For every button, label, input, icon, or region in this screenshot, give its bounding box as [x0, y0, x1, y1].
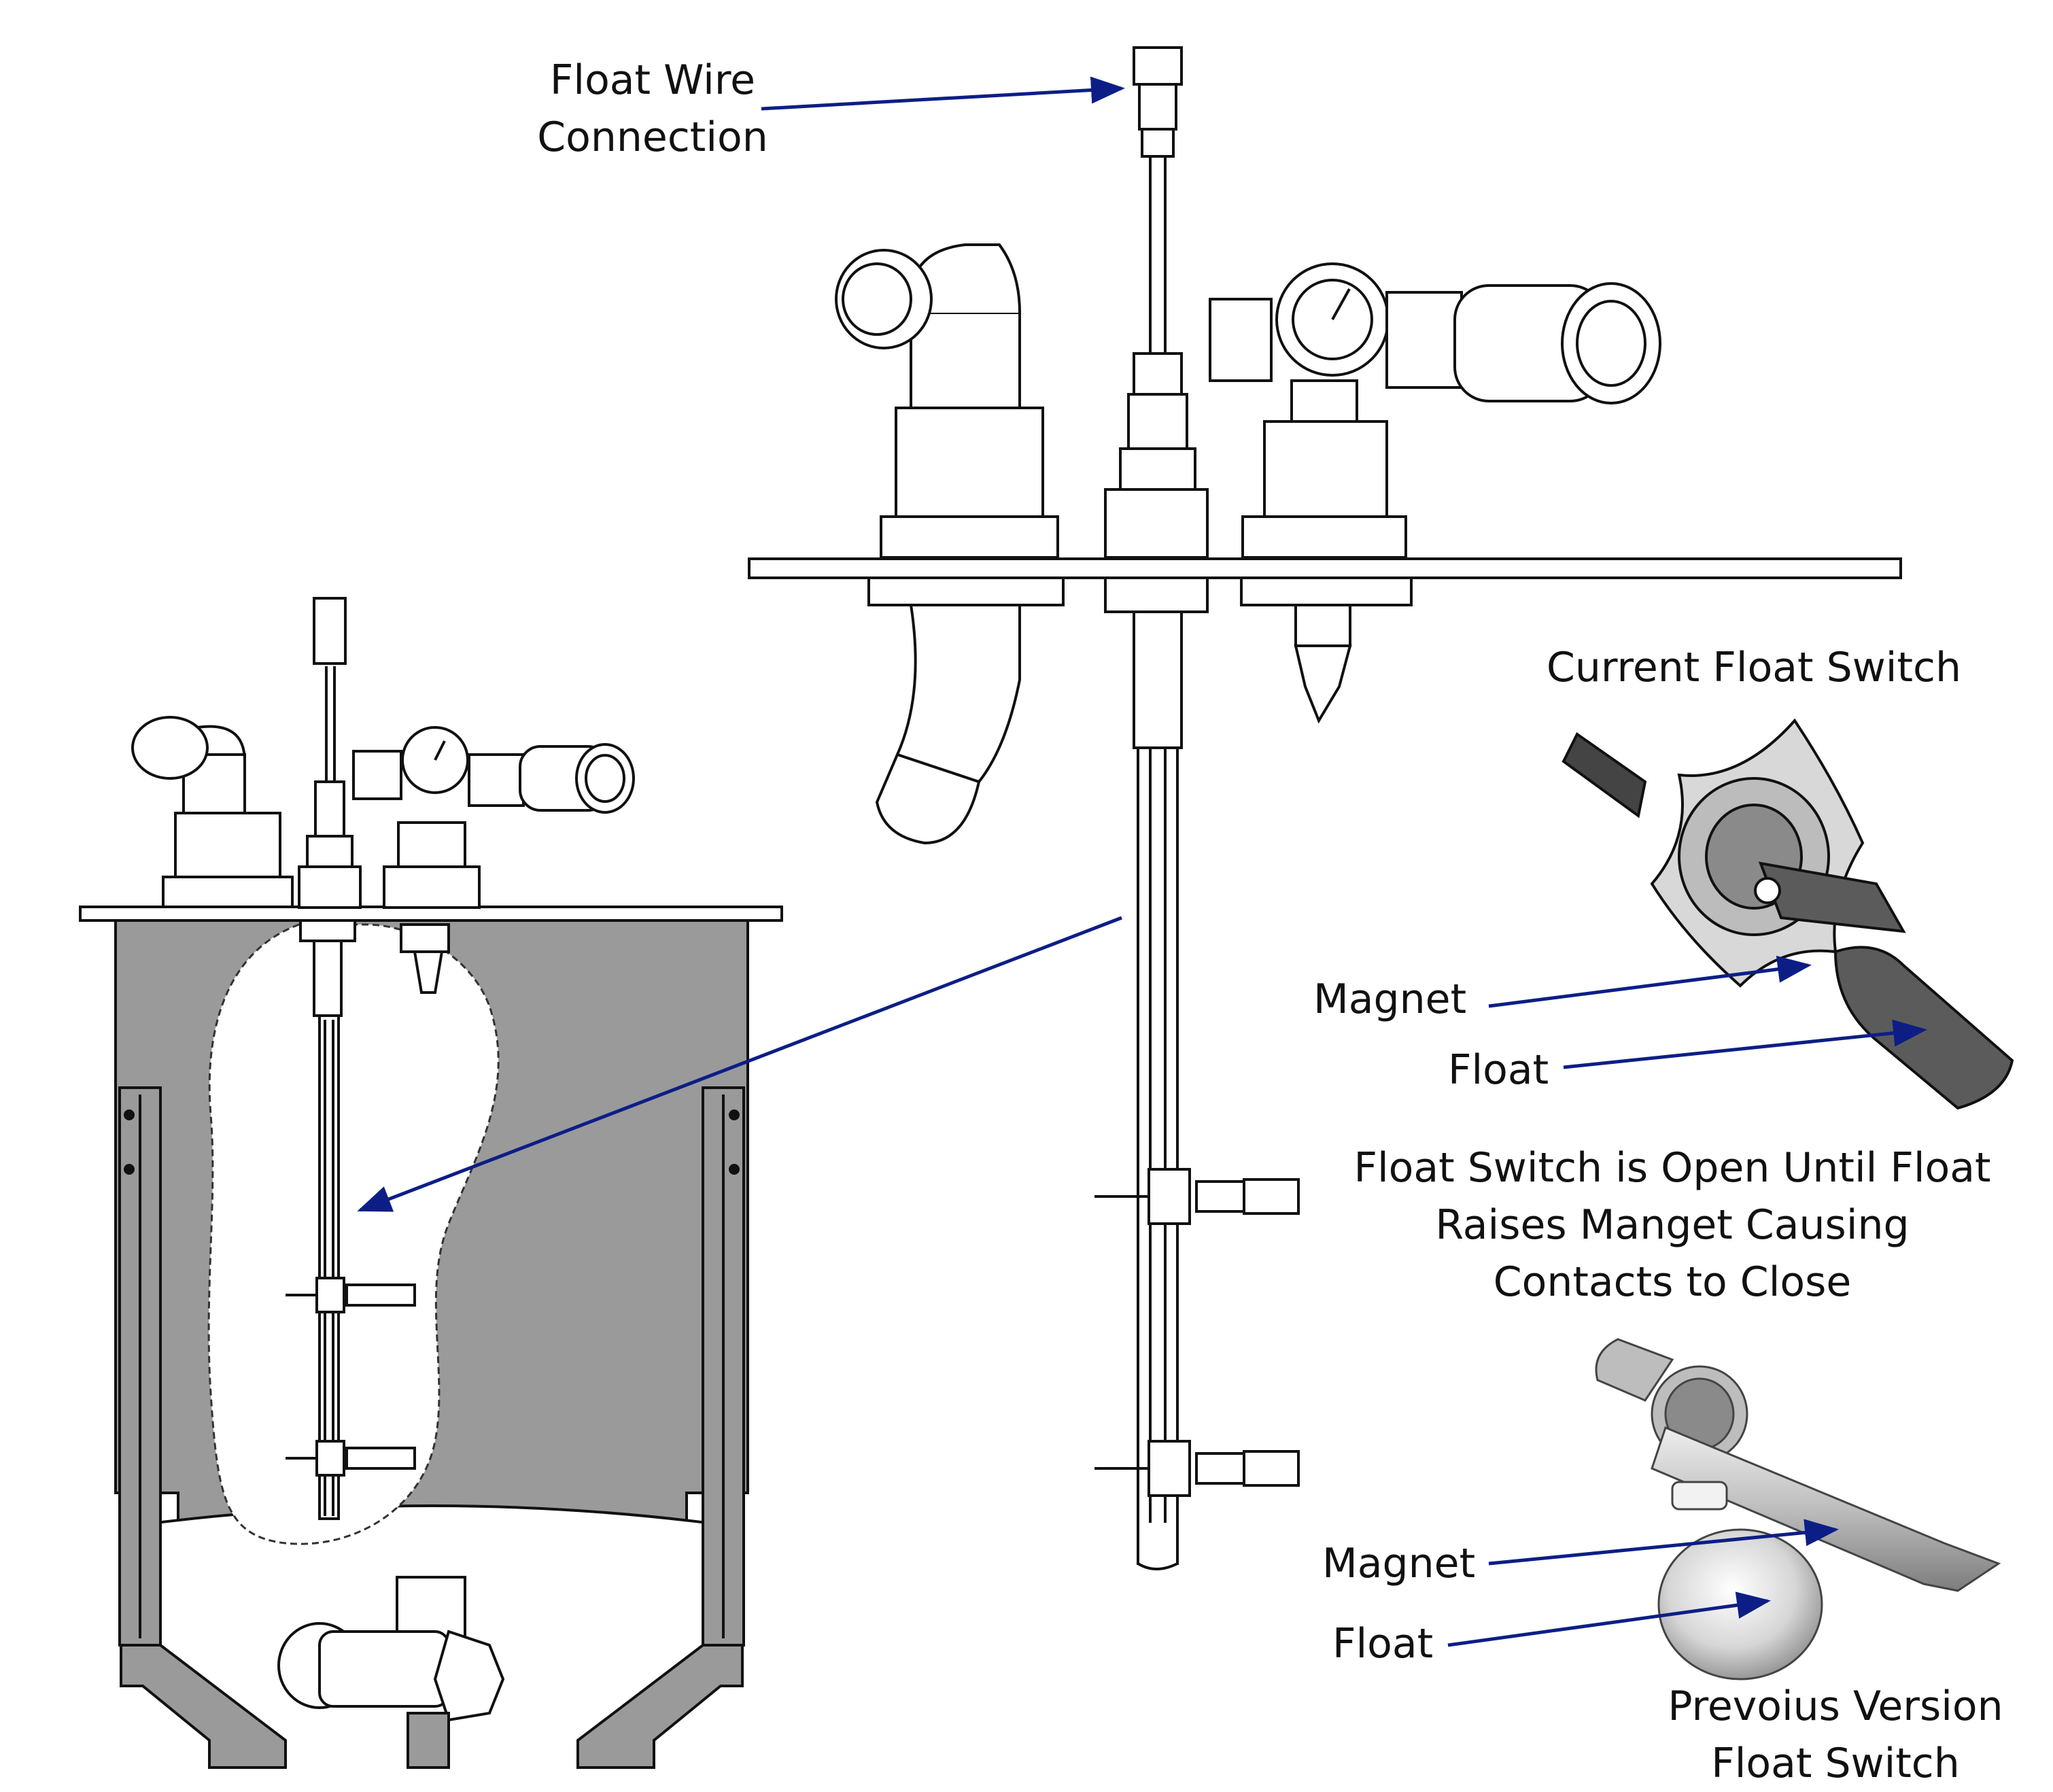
tank-cutaway: [207, 923, 500, 1545]
label-explanation-line3: Contacts to Close: [1493, 1258, 1852, 1306]
label-current-float: Float: [1448, 1046, 1549, 1094]
label-previous-float: Float: [1332, 1620, 1434, 1668]
label-previous-title-line2: Float Switch: [1711, 1740, 1960, 1787]
label-current-magnet: Magnet: [1313, 976, 1467, 1023]
label-float-wire-line1: Float Wire: [549, 56, 756, 104]
label-explanation-line1: Float Switch is Open Until Float: [1353, 1144, 1991, 1192]
label-current-switch-title: Current Float Switch: [1546, 644, 1962, 691]
arrow-previous-magnet: [1488, 1519, 1839, 1566]
label-explanation-line2: Raises Manget Causing: [1435, 1201, 1910, 1249]
head-top-plate: [748, 557, 1902, 579]
arrow-current-magnet: [1488, 955, 1812, 1008]
arrow-previous-float: [1447, 1591, 1771, 1647]
previous-float-switch: [1595, 1338, 2001, 1681]
label-float-wire-line2: Connection: [537, 114, 768, 161]
arrow-float-wire: [761, 76, 1125, 111]
tank-assembly: [79, 597, 783, 1769]
head-assembly: [748, 46, 1902, 1570]
label-previous-magnet: Magnet: [1322, 1540, 1476, 1587]
arrow-current-float: [1563, 1019, 1927, 1069]
annotation-arrows: [357, 76, 1927, 1647]
current-float-switch: [1562, 718, 2014, 1110]
label-previous-title-line1: Prevoius Version: [1668, 1683, 2003, 1730]
arrow-float-rod: [357, 916, 1122, 1212]
